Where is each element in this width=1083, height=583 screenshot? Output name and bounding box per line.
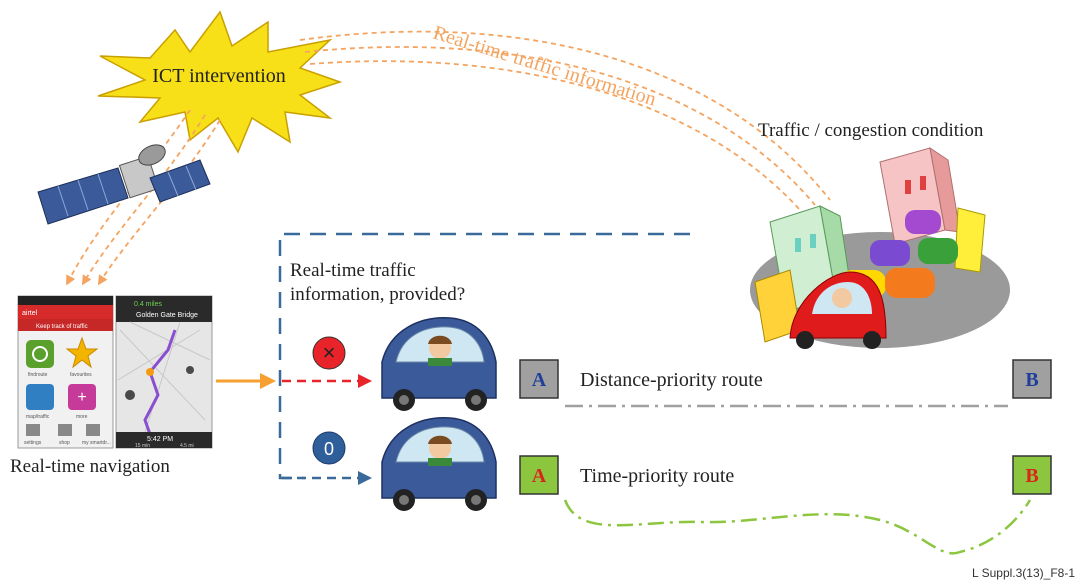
svg-text:A: A [532,369,547,391]
svg-text:A: A [532,465,547,487]
navigation-label: Real-time navigation [10,456,170,477]
distance-route-end-box [1012,359,1052,399]
yes-symbol: 0 [324,439,334,459]
svg-text:B: B [1025,465,1038,487]
time-route-path [563,499,1032,555]
plus-icon: + [77,389,86,406]
phone-carrier: airtel [22,310,38,317]
distance-route: A Distance-priority route B [519,359,1052,408]
svg-text:more: more [76,414,88,420]
question-line1: Real-time traffic [290,260,416,281]
phone-map-screen: 0.4 miles Golden Gate Bridge 5:42 PM 15 … [115,295,213,449]
svg-text:settings: settings [24,440,42,446]
svg-text:5:42 PM: 5:42 PM [147,436,173,443]
satellite-downlink [66,109,221,286]
ict-burst: ICT intervention [97,10,343,154]
svg-text:findroute: findroute [28,372,48,378]
svg-text:0.4 miles: 0.4 miles [134,301,163,308]
distance-route-start-box [519,359,559,399]
no-symbol: × [323,340,336,365]
route-line [143,329,177,441]
car-icon-distance [381,317,497,411]
city-label: Traffic / congestion condition [758,120,984,141]
phone-banner: Keep track of traffic [36,324,88,330]
svg-text:B: B [1025,369,1038,391]
signal-label: Real-time traffic information [431,22,659,111]
svg-text:favourites: favourites [70,372,92,378]
distance-route-label: Distance-priority route [580,369,763,391]
signal-arcs [299,30,831,211]
traffic-city-icon [750,146,1010,349]
satellite-icon [37,144,211,225]
svg-text:map/traffic: map/traffic [26,414,50,420]
time-route: A Time-priority route B [519,455,1052,555]
svg-text:15 min: 15 min [135,443,150,449]
favourites-star-icon [65,336,99,369]
burst-label: ICT intervention [152,65,286,87]
no-symbol-circle [312,336,346,370]
question-bracket [278,232,690,480]
question-line2: information, provided? [290,284,465,305]
yes-symbol-circle [312,431,346,465]
time-route-label: Time-priority route [580,465,734,487]
car-icon-time [381,417,497,511]
phone-menu-screen: airtel Keep track of traffic findroute f… [17,295,114,449]
svg-text:Golden Gate Bridge: Golden Gate Bridge [136,312,198,319]
svg-text:my smartdr...: my smartdr... [82,440,111,446]
time-route-start-box [519,455,559,495]
svg-text:shop: shop [59,440,70,446]
figure-id: L Suppl.3(13)_F8-1 [972,566,1075,580]
svg-text:4.5 mi: 4.5 mi [180,443,194,449]
time-route-end-box [1012,455,1052,495]
